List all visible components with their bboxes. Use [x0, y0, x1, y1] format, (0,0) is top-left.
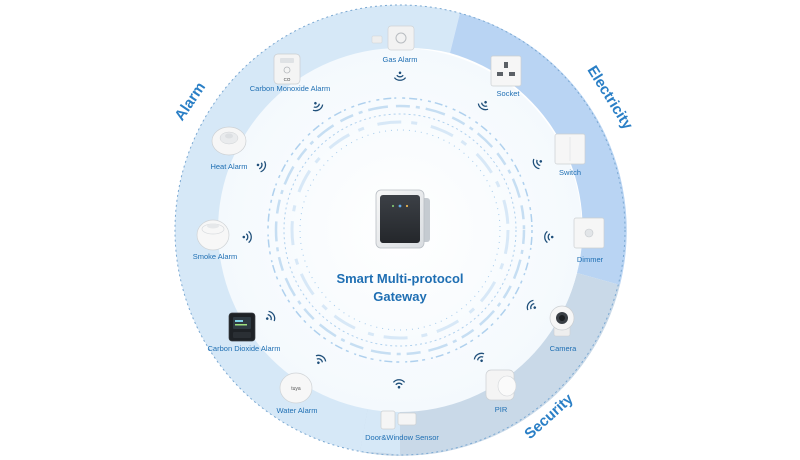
- water-alarm-label: Water Alarm: [277, 406, 318, 415]
- data-ring: [267, 97, 533, 363]
- door-window-sensor-label: Door&Window Sensor: [365, 433, 439, 442]
- smoke-alarm-device: [196, 219, 230, 251]
- electricity-segment: [450, 13, 627, 285]
- center-title-line2: Gateway: [373, 289, 427, 304]
- alarm-segment: [175, 5, 400, 455]
- socket-label: Socket: [497, 89, 521, 98]
- carbon-monoxide-mark: CO: [284, 77, 291, 82]
- carbon-dioxide-alarm-device: [228, 312, 256, 342]
- switch-device: [554, 133, 586, 165]
- switch-label: Switch: [559, 168, 581, 177]
- socket-device: [490, 55, 522, 87]
- smoke-alarm-label: Smoke Alarm: [193, 252, 238, 261]
- pir-device: [485, 369, 517, 401]
- pir-label: PIR: [495, 405, 508, 414]
- alarm-segment-right: [400, 4, 460, 54]
- dimmer-device: [573, 217, 605, 249]
- water-alarm-brand: tuya: [291, 386, 301, 392]
- carbon-dioxide-alarm-label: Carbon Dioxide Alarm: [208, 344, 281, 353]
- carbon-monoxide-alarm-device: CO: [273, 53, 301, 85]
- gas-alarm-label: Gas Alarm: [382, 55, 417, 64]
- heat-alarm-label: Heat Alarm: [210, 162, 247, 171]
- carbon-monoxide-alarm-label: Carbon Monoxide Alarm: [250, 84, 330, 93]
- dimmer-label: Dimmer: [577, 255, 604, 264]
- gateway-device: [375, 189, 430, 249]
- gas-alarm-device: [371, 25, 415, 51]
- center-title-line1: Smart Multi-protocol: [336, 271, 463, 286]
- heat-alarm-device: [211, 126, 247, 156]
- camera-label: Camera: [550, 344, 578, 353]
- door-window-sensor-device: [380, 410, 417, 430]
- camera-device: [549, 305, 575, 337]
- water-alarm-device: tuya: [279, 372, 313, 404]
- alarm-segment-label: Alarm: [171, 79, 209, 124]
